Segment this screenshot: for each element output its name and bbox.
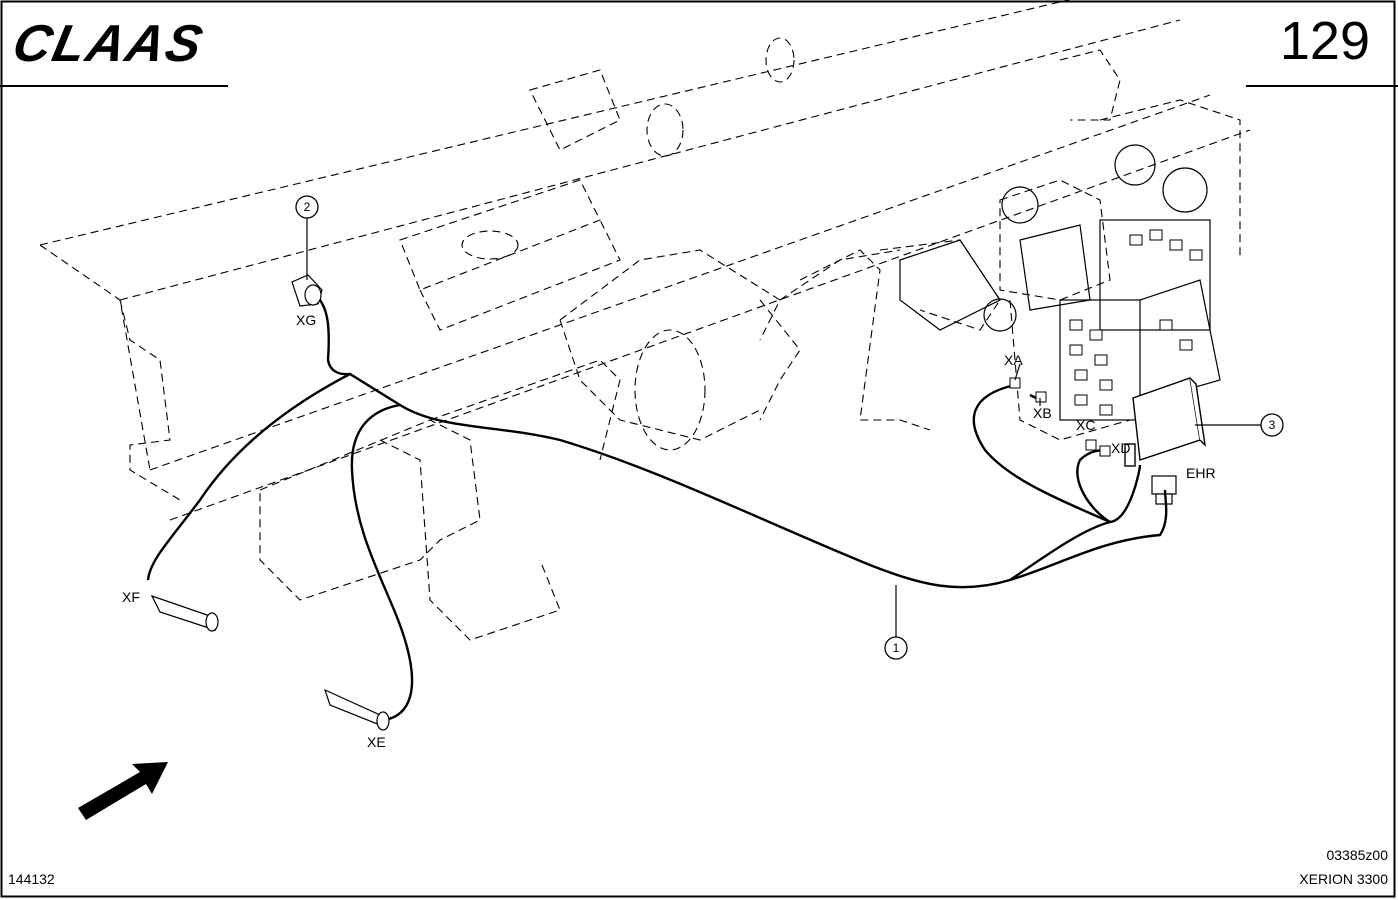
- chassis-frame: [39, 0, 1251, 641]
- valve-fittings: [1069, 229, 1203, 416]
- label-xe: XE: [367, 734, 386, 750]
- label-ehr: EHR: [1186, 465, 1216, 481]
- callout-1: 1: [884, 636, 908, 660]
- callout-1-label: 1: [893, 641, 900, 655]
- connector-xe-body[interactable]: [323, 688, 390, 731]
- connector-plugs[interactable]: [1009, 377, 1111, 457]
- label-xg: XG: [296, 312, 316, 328]
- callout-2: 2: [295, 195, 319, 219]
- label-xc: XC: [1076, 417, 1095, 433]
- brand-logo: CLAAS: [7, 15, 210, 73]
- callout-3: 3: [1260, 413, 1284, 437]
- label-xd: XD: [1111, 440, 1130, 456]
- drawing-code: 03385z00: [1326, 847, 1388, 863]
- callout-3-label: 3: [1269, 418, 1276, 432]
- connector-xf-body[interactable]: [150, 594, 219, 632]
- label-xa: XA: [1004, 352, 1023, 368]
- callout-2-label: 2: [304, 200, 311, 214]
- valve-block: [899, 144, 1221, 421]
- ehr-control-unit[interactable]: [1124, 377, 1207, 467]
- label-xb: XB: [1033, 405, 1052, 421]
- wiring-harness[interactable]: [146, 288, 1168, 722]
- model-name: XERION 3300: [1299, 871, 1388, 887]
- direction-arrow-icon: [78, 762, 168, 820]
- callout-leaders: [306, 218, 1261, 637]
- page-number: 129: [1279, 11, 1370, 71]
- label-xf: XF: [122, 589, 140, 605]
- doc-id: 144132: [8, 871, 55, 887]
- sensor-xg[interactable]: [291, 274, 323, 307]
